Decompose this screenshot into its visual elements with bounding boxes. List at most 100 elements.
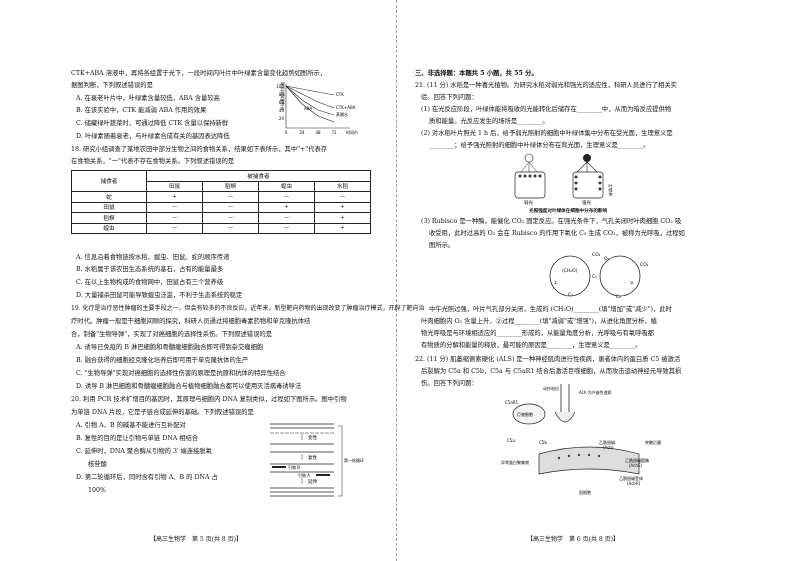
label-muscle-cell: 肌细胞 <box>579 489 591 495</box>
q20-option-d-cont: 100% <box>88 487 107 494</box>
q18-stem: 18. 研究小组调查了某地农田中部分生物之间的食物关系，结果如下表所示，其中"+… <box>71 146 328 153</box>
q20-option-c: C. 延伸时，DNA 聚合酶从引物的 3′ 端连接脱氧 <box>76 448 212 455</box>
q20-stem-2: 为单链 DNA 片段，它是子链合成延伸的基础。下列叙述错误的是 <box>71 409 254 416</box>
q17-line-water <box>285 85 335 116</box>
q17-chart: 100 80 60 40 20 0 24 48 72 时间/h 叶绿素相对含量 … <box>276 82 358 135</box>
table-prey-1: 稻螟 <box>202 180 259 192</box>
q17-ytick-60: 60 <box>279 100 285 105</box>
q20-stem-1: 20. 利用 PCR 技术扩增目的基因时，其原理与细胞内 DNA 复制类似，过程… <box>71 396 347 403</box>
q17-option-d: D. 叶绿素随着衰老，与叶绿素合成有关的基因表达降低 <box>76 133 230 140</box>
q21-tail-3: 物光呼吸是与环境相适应的________形成的，从能量角度分析，光呼吸与有氧呼吸… <box>421 330 654 337</box>
label-ach-excitatory: Ach 为兴奋性递质 <box>579 389 612 395</box>
q22-als-figure: 动作电位 C5aR1 巨噬细胞 C5a C5b 乙酰胆碱 (Ach) 突触后膜 … <box>501 384 661 495</box>
label-c5b: C5b <box>539 440 547 445</box>
q21-3-line-1: (3) Rubisco 是一种酶，能催化 CO₂ 固定反应。在强光条件下，气孔关… <box>421 218 682 225</box>
strong-light-cell <box>572 171 604 199</box>
strong-light-label: 强光 <box>582 199 591 206</box>
cycle-ch2o: (CH₂O) <box>562 268 578 274</box>
svg-text:①: ① <box>554 280 558 285</box>
q21-3-line-3: 图所示。 <box>429 242 455 249</box>
pcr-label-primer-a: 引物 A <box>298 472 310 478</box>
q19-option-b: B. 融合获得的细胞经克隆化培养后即可用于单克隆抗体的生产 <box>76 357 249 364</box>
cycle-co2-in: CO₂ <box>592 252 601 258</box>
label-ache: 乙酰胆碱酯酶 <box>625 457 649 463</box>
label-ach-abbr: (Ach) <box>603 445 614 450</box>
q19-stem-2: 疗时代。肿瘤一般是干细胞间隙的探究，科研人员通过将细胞毒素药物和单克隆抗体结 <box>71 318 311 325</box>
q17-xlabel: 时间/h <box>346 129 358 135</box>
label-achr-abbr: (AchR) <box>627 481 641 486</box>
cycle-o2: O₂ <box>604 256 610 262</box>
table-col0: 捕食者 <box>71 170 147 192</box>
label-achr: 乙酰胆碱受体 <box>619 475 643 481</box>
q17-ytick-40: 40 <box>279 108 285 113</box>
pcr-label-cycle1: 第一轮循环 <box>344 457 364 463</box>
q20-option-c-cont: 核苷酸 <box>88 461 107 468</box>
right-footer: 【高三生物学 第 6 页(共 8 页)】 <box>527 536 619 543</box>
label-c5a: C5a <box>507 438 515 443</box>
q21-line-1: 21. (11 分) 水稻是一种喜光植物。为研究水稻对弱光和强光的适应性，科研人… <box>415 82 677 89</box>
table-prey-2: 蝗虫 <box>258 180 315 192</box>
table-prey-3: 水稻 <box>314 180 371 192</box>
q17-line-ctk-aba <box>285 85 335 109</box>
q17-option-a: A. 在衰老叶片中，叶绿素含量较低，ABA 含量较高 <box>76 95 220 102</box>
q17-ytick-20: 20 <box>279 116 285 121</box>
left-footer: 【高三生物学 第 5 页(共 8 页)】 <box>150 536 242 543</box>
q21-tail-2: 叶肉细胞内 O₂ 含量上升，②过程________(填"减弱"或"增强")，从进… <box>421 318 657 325</box>
q21-line-6: ________；给予强光照射的细胞中叶绿体分布在背光面，生理意义是______… <box>429 142 650 149</box>
q17-xtick-48: 48 <box>315 130 321 135</box>
label-macrophage: 巨噬细胞 <box>517 411 533 417</box>
q21-3-line-2: 收受阻，此时过高的 O₂ 会在 Rubisco 的作用下氧化 C₅ 生成 CO₂… <box>429 230 685 237</box>
q20-option-a: A. 引物 A、B 的碱基不能进行互补配对 <box>76 422 186 429</box>
table-prey-0: 田鼠 <box>146 180 203 192</box>
q21-line-3: (1) 在光反应阶段，叶绿体能将吸收的光能转化后储存在________中，从而为… <box>421 106 672 113</box>
q18-option-d: D. 大量捕杀田鼠可能导致蝗虫泛滥，不利于生态系统的稳定 <box>76 292 243 299</box>
pcr-label-denature: 变性 <box>308 434 317 441</box>
q18-option-c: C. 在以上生物构成的食物网中，田鼠占有三个营养级 <box>76 279 224 286</box>
q17-ytick-80: 80 <box>279 92 285 97</box>
table-row: 蝗虫 — — — + <box>71 222 371 234</box>
q22-line-1: 22. (11 分) 肌萎缩侧索硬化 (ALS) 是一种神经肌肉进行性疾病，患者… <box>415 356 681 363</box>
q19-option-a: A. 诱导已免疫的 B 淋巴细胞和骨髓瘤细胞融合即可得到杂交瘤细胞 <box>76 344 264 351</box>
q17-xtick-0: 0 <box>285 130 288 135</box>
q17-ylabel: 叶绿素相对含量 <box>279 82 285 110</box>
q17-line-aba <box>285 85 335 123</box>
q17-xtick-24: 24 <box>299 130 305 135</box>
pcr-label-extend: 延伸 <box>308 478 317 485</box>
q19-option-d: D. 诱导 B 淋巴细胞和骨髓瘤细胞融合与植物细胞融合都可以使用灭活病毒诱导法 <box>76 383 302 390</box>
label-c5ar1: C5aR1 <box>505 400 519 405</box>
cycle-c5: C₅ <box>592 274 597 280</box>
q21-tail-1: 中午光照过强，叶片气孔部分关闭，生成的 (CH₂O)________(填"增加"… <box>429 306 672 313</box>
q19-stem-3: 合，制备"生物导弹"，实现了对癌细胞的选择性杀伤。下列叙述错误的是 <box>71 331 272 338</box>
q22-line-3: 伤。回答下列问题： <box>421 380 478 387</box>
macrophage-shape <box>512 403 546 425</box>
q17-intro2: 据图判断，下列叙述错误的是 <box>71 82 153 89</box>
weak-light-label: 弱光 <box>524 199 533 206</box>
q20-pcr-figure: 变性 复性 引物 B 引物 A 延伸 第一轮循环 <box>270 423 364 497</box>
table-row: 田鼠 — — + + <box>71 201 371 213</box>
q17-option-b: B. 在该实验中，CTK 能减弱 ABA 作用的效果 <box>76 107 207 114</box>
q17-xtick-72: 72 <box>331 130 337 135</box>
q17-ytick-100: 100 <box>276 84 284 89</box>
q17-intro: CTK+ABA 溶液中，再将各组置于光下，一段时间内叶片中叶绿素含量变化趋势如图… <box>71 70 327 77</box>
q19-option-c: C. "生物导弹"实现对癌细胞的选择性伤害的原理是抗原和抗体的特异性结合 <box>76 370 286 377</box>
table-group: 被捕食者 <box>146 170 371 182</box>
label-ache-abbr: (AchE) <box>629 463 642 468</box>
q21-photorespiration-cycle: (CH₂O) C₃ C₅ CO₂ O₂ CO₂ C₂ ① ② <box>549 252 649 300</box>
left-page: CTK+ABA 溶液中，再将各组置于光下，一段时间内叶片中叶绿素含量变化趋势如图… <box>71 0 424 561</box>
q18-option-b: B. 水稻属于该农田生态系统的基石，占有的能量最多 <box>76 266 224 273</box>
q17-series-ctk: CTK <box>336 92 344 97</box>
label-action-potential: 动作电位 <box>543 385 559 391</box>
pcr-label-primer-b: 引物 B <box>288 464 300 470</box>
weak-light-sun-icon <box>520 153 538 173</box>
label-post-synaptic: 突触后膜 <box>645 439 661 445</box>
strong-light-sun-icon <box>576 154 598 173</box>
q22-line-2: 后裂解为 C5a 和 C5b，C5a 与 C5aR1 结合后激活巨噬细胞，从而攻… <box>421 368 682 375</box>
table-row: 稻螟 — — — + <box>71 212 371 224</box>
q20-option-d: D. 第二轮循环后，同时含有引物 A、B 的 DNA 占 <box>76 474 218 481</box>
q17-series-ctk-aba: CTK+ABA <box>336 105 356 110</box>
q21-line-2: 验。回答下列问题： <box>421 94 478 101</box>
section-heading: 三、非选择题：本题共 5 小题，共 55 分。 <box>415 70 538 77</box>
q18-option-a: A. 信息沿着食物链按水稻、蝗虫、田鼠、蛇的顺序传递 <box>76 254 230 261</box>
svg-text:②: ② <box>630 280 634 285</box>
q17-series-aba: ABA <box>304 106 312 111</box>
